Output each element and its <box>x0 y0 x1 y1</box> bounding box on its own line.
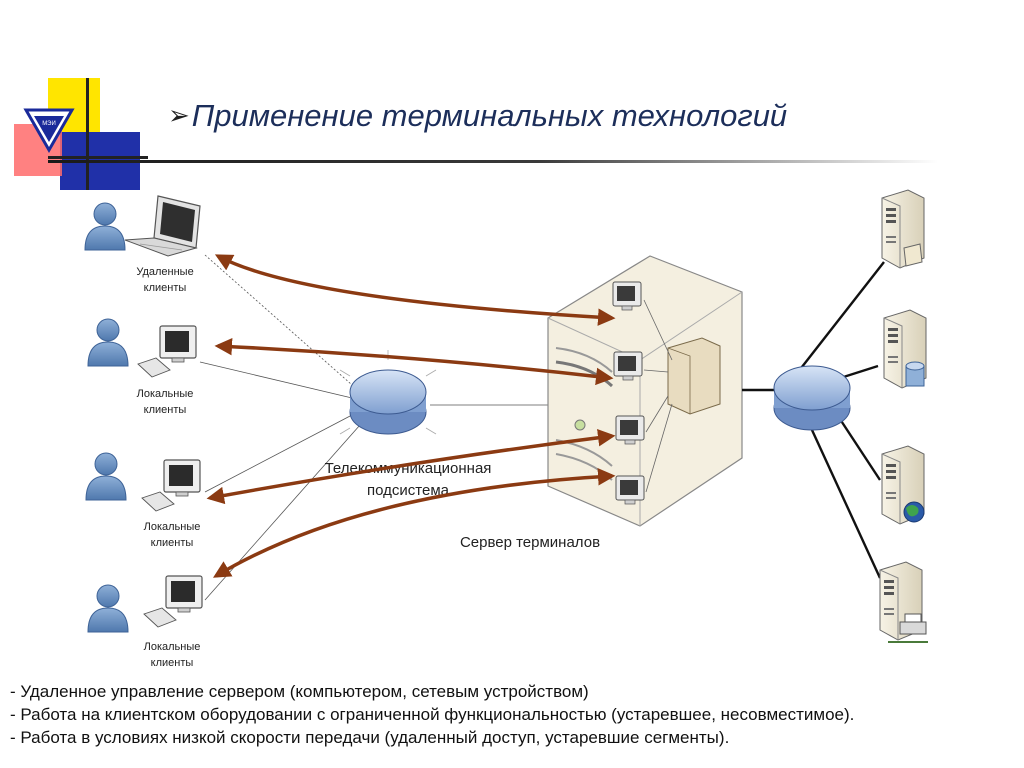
globe-icon <box>903 501 925 523</box>
title-bullet: ➢ <box>168 101 190 131</box>
printer-icon <box>888 613 928 643</box>
terminal-server-icon <box>547 255 743 527</box>
database-server-icon <box>883 309 927 389</box>
user-icon <box>85 452 127 501</box>
bullet-list: - Удаленное управление сервером (компьют… <box>10 680 854 749</box>
bullet-item: - Работа в условиях низкой скорости пере… <box>10 728 730 747</box>
network-diagram: Удаленные клиенты Локальные клиенты Лока… <box>84 189 928 669</box>
user-icon <box>87 318 129 367</box>
bullet-item: - Работа на клиентском оборудовании с ог… <box>10 705 855 724</box>
network-hub-icon <box>773 365 851 431</box>
session-monitor-icon <box>612 281 642 311</box>
print-server-icon <box>879 561 928 643</box>
session-arrows <box>206 254 616 578</box>
desktop-icon <box>141 459 201 512</box>
database-icon <box>905 361 925 387</box>
laptop-icon <box>124 195 201 257</box>
client-label-4b: клиенты <box>151 657 194 669</box>
client-label-1b: клиенты <box>144 282 187 294</box>
session-monitor-icon <box>615 475 645 505</box>
desktop-icon <box>137 325 197 378</box>
session-monitor-icon <box>615 415 645 445</box>
title-text: Применение терминальных технологий <box>191 98 788 133</box>
desktop-icon <box>143 575 203 628</box>
client-label-1: Удаленные <box>136 266 193 278</box>
network-hub-icon <box>339 350 437 435</box>
user-icon <box>84 202 126 251</box>
client-label-4: Локальные <box>144 641 201 653</box>
web-server-icon <box>881 445 925 525</box>
client-label-2: Локальные <box>137 388 194 400</box>
server-tower-icon <box>881 189 925 269</box>
client-label-2b: клиенты <box>144 404 187 416</box>
bullet-item: - Удаленное управление сервером (компьют… <box>10 682 589 701</box>
session-monitor-icon <box>613 351 643 381</box>
client-label-3b: клиенты <box>151 537 194 549</box>
user-icon <box>87 584 129 633</box>
title-underline <box>48 160 938 163</box>
slide-title: ➢ Применение терминальных технологий <box>168 98 787 134</box>
svg-text:МЭИ: МЭИ <box>42 121 56 127</box>
client-label-3: Локальные <box>144 521 201 533</box>
server-label: Сервер терминалов <box>460 534 600 551</box>
